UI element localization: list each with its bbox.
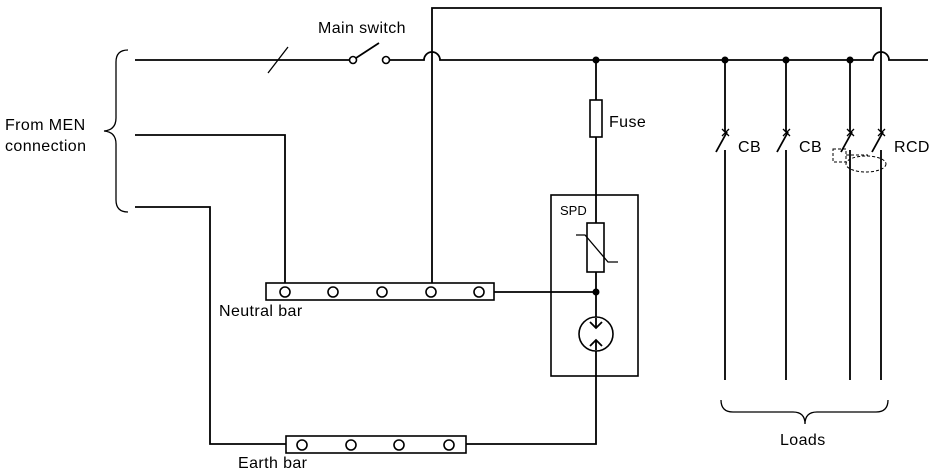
circuit-breaker-1: CB xyxy=(715,56,761,380)
earth-incoming-wire xyxy=(135,206,286,445)
spark-gap-icon xyxy=(578,316,614,352)
from-men-label-line2: connection xyxy=(5,138,86,155)
neutral-loop-wire xyxy=(431,7,882,290)
loads-brace: Loads xyxy=(720,399,889,449)
main-switch: Main switch xyxy=(318,20,406,65)
spd-label: SPD xyxy=(560,203,587,218)
circuit-breaker-2: CB xyxy=(776,56,822,380)
active-line xyxy=(135,46,928,74)
earth-to-spd-wire xyxy=(466,345,597,445)
spd-enclosure: SPD xyxy=(550,194,639,377)
earth-bar: Earth bar xyxy=(238,435,467,470)
cb-2-label: CB xyxy=(799,139,822,156)
neutral-bar: Neutral bar xyxy=(219,282,495,320)
varistor-slash xyxy=(576,234,618,263)
fuse: Fuse xyxy=(589,99,646,138)
junction-dot xyxy=(592,288,600,296)
single-phase-tick xyxy=(267,46,289,74)
earth-bar-label: Earth bar xyxy=(238,455,308,470)
rcd-label: RCD xyxy=(894,139,930,156)
neutral-incoming-wire xyxy=(135,134,286,290)
men-brace: From MEN connection xyxy=(5,49,129,213)
main-switch-label: Main switch xyxy=(318,20,406,37)
cb-1-label: CB xyxy=(738,139,761,156)
neutral-bar-label: Neutral bar xyxy=(219,303,303,320)
rcd: RCD xyxy=(832,56,930,380)
fuse-label: Fuse xyxy=(609,114,646,131)
toroid-icon xyxy=(845,155,887,173)
from-men-label-line1: From MEN xyxy=(5,117,86,134)
loads-label: Loads xyxy=(780,432,826,449)
